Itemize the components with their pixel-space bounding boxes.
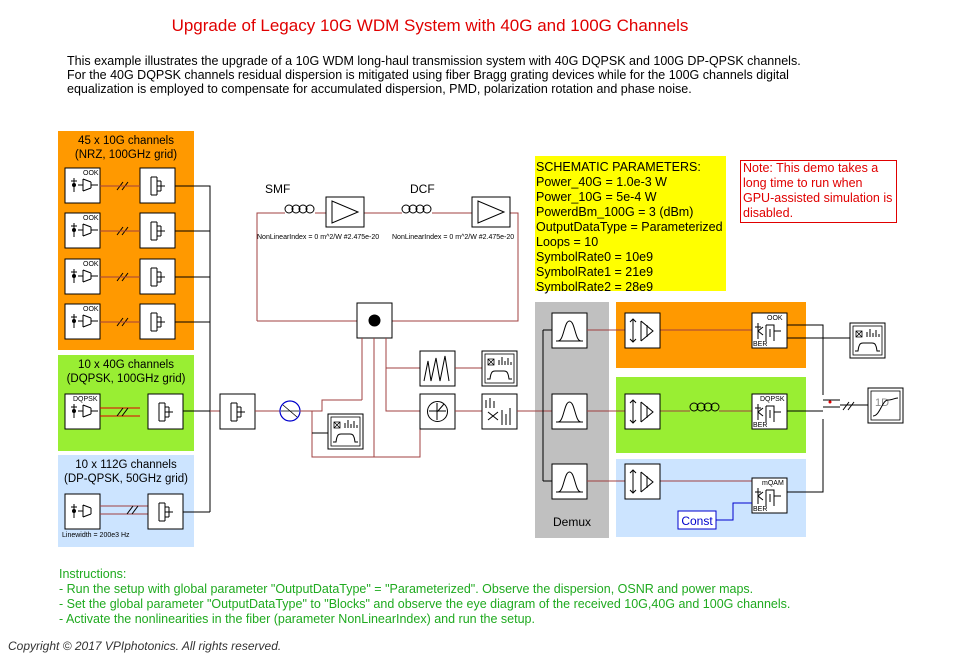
smf-fiber-icon[interactable] (284, 204, 315, 214)
ber-40g-label: BER (753, 422, 767, 429)
tx-10g-mod-label: OOK (83, 306, 99, 313)
output-break (842, 401, 855, 411)
const-block[interactable]: Const (677, 510, 717, 530)
instruction-line: - Set the global parameter "OutputDataTy… (59, 597, 791, 611)
const-label: Const (681, 514, 713, 528)
parameter-line: Power_10G = 5e-4 W (536, 190, 657, 204)
tx-10g-row-1[interactable]: OOK (64, 167, 176, 204)
tx-10g-mod-label: OOK (83, 170, 99, 177)
copyright: Copyright © 2017 VPIphotonics. All right… (8, 639, 282, 653)
page-title: Upgrade of Legacy 10G WDM System with 40… (171, 16, 689, 35)
instruction-line: - Activate the nonlinearities in the fib… (59, 612, 535, 626)
tx-10g-row-3[interactable]: OOK (64, 258, 176, 295)
loop-switch[interactable] (279, 400, 301, 422)
dcf-amplifier[interactable] (471, 196, 511, 228)
ber-10g-mod: OOK (767, 315, 783, 322)
rx-links (587, 329, 752, 482)
tx-10g-links (100, 185, 140, 323)
rx-spectrum-viz[interactable] (849, 322, 886, 359)
viz-1d-label: 1D (875, 397, 889, 409)
group-10g-title: 45 x 10G channels (78, 135, 174, 147)
tx-10g-row-2[interactable]: OOK (64, 212, 176, 249)
instructions-heading: Instructions: (59, 567, 127, 581)
demux-filter-10g[interactable] (551, 312, 588, 349)
tx-10g-mod-label: OOK (83, 261, 99, 268)
dcf-label: DCF (410, 182, 435, 196)
ber-100g[interactable]: mQAM BER (751, 477, 788, 514)
linewidth-label: Linewidth = 200e3 Hz (62, 532, 130, 539)
ber-10g-label: BER (753, 341, 767, 348)
rx-10g-detector[interactable] (624, 312, 661, 349)
eye-1d-viz[interactable]: 1D (867, 387, 904, 424)
mux-filter[interactable] (219, 393, 256, 430)
rx-40g-detector[interactable] (624, 393, 661, 430)
group-100g-title: 10 x 112G channels (75, 459, 177, 471)
dcf-nonlinear-label: NonLinearIndex = 0 m^2/W #2.475e-20 (392, 234, 514, 241)
dispersion-map-viz[interactable] (419, 350, 456, 387)
description: This example illustrates the upgrade of … (67, 54, 801, 96)
loop-control-block[interactable] (356, 302, 393, 339)
parameter-line: SymbolRate0 = 10e9 (536, 250, 654, 264)
instruction-line: - Run the setup with global parameter "O… (59, 582, 754, 596)
schematic-parameters-box: SCHEMATIC PARAMETERS: Power_40G = 1.0e-3… (535, 156, 726, 294)
parameter-line: Loops = 10 (536, 235, 599, 249)
out-node-dot (828, 400, 832, 404)
loop-path (256, 212, 519, 322)
const-link (716, 502, 752, 521)
demux-bus (542, 329, 552, 482)
power-map-viz[interactable] (481, 393, 518, 430)
loop-control-links (361, 338, 420, 457)
ber-10g[interactable]: OOK BER (751, 312, 788, 349)
group-40g-title: 10 x 40G channels (78, 359, 174, 371)
ber-40g[interactable]: DQPSK BER (751, 393, 788, 430)
parameter-line: SymbolRate2 = 28e9 (536, 280, 654, 294)
parameter-line: SymbolRate1 = 21e9 (536, 265, 654, 279)
smf-amplifier[interactable] (325, 196, 365, 228)
dcf-fiber-icon[interactable] (401, 204, 432, 214)
rx-100g-detector[interactable] (624, 463, 661, 500)
tx-40g[interactable]: DQPSK (64, 393, 184, 430)
rx-output-lines (787, 324, 868, 493)
ber-40g-mod: DQPSK (760, 396, 785, 403)
demux-filter-40g[interactable] (551, 393, 588, 430)
group-10g-subtitle: (NRZ, 100GHz grid) (75, 149, 177, 161)
tx-10g-mod-label: OOK (83, 215, 99, 222)
group-40g-subtitle: (DQPSK, 100GHz grid) (67, 373, 186, 385)
tx-10g-row-4[interactable]: OOK (64, 303, 176, 340)
tx-40g-mod-label: DQPSK (73, 396, 98, 403)
group-100g-subtitle: (DP-QPSK, 50GHz grid) (64, 473, 188, 485)
switch-links (300, 399, 421, 458)
smf-label: SMF (265, 182, 290, 196)
osnr-map-viz[interactable] (481, 350, 518, 387)
gpu-note: Note: This demo takes a long time to run… (740, 160, 897, 223)
instructions: Instructions: - Run the setup with globa… (59, 567, 919, 627)
parameter-line: OutputDataType = Parameterized (536, 220, 723, 234)
demux-label: Demux (553, 515, 591, 529)
smf-nonlinear-label: NonLinearIndex = 0 m^2/W #2.475e-20 (257, 234, 379, 241)
power-meter[interactable] (419, 393, 456, 430)
parameter-line: PowerdBm_100G = 3 (dBm) (536, 205, 694, 219)
ber-100g-mod: mQAM (762, 480, 784, 487)
ber-100g-label: BER (753, 506, 767, 513)
tx-100g[interactable] (64, 493, 184, 530)
parameters-heading: SCHEMATIC PARAMETERS: (536, 160, 701, 174)
demux-filter-100g[interactable] (551, 463, 588, 500)
input-spectrum-viz[interactable] (327, 413, 364, 450)
parameter-line: Power_40G = 1.0e-3 W (536, 175, 667, 189)
